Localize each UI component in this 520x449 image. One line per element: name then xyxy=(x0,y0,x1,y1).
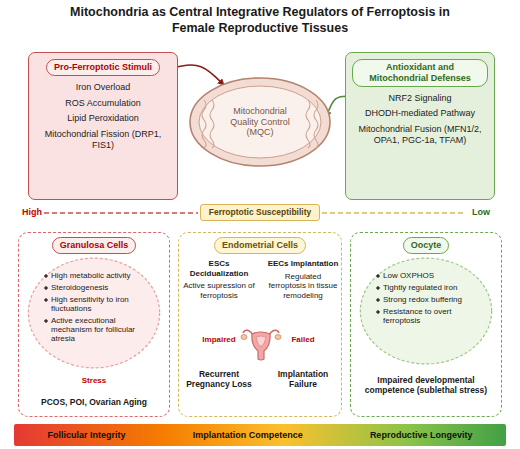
edge-label: Impaired xyxy=(200,335,237,344)
node-text: NRF2 Signaling xyxy=(352,93,488,104)
node-text: Active supression of ferroptosis xyxy=(183,281,255,300)
node-text: Steroidogenesis xyxy=(43,283,145,292)
defenses-box: Antioxidant and Mitochondrial DefensesNR… xyxy=(345,52,495,200)
heading-pill: Endometrial Cells xyxy=(214,237,306,254)
node-text: PCOS, POI, Ovarian Aging xyxy=(25,397,163,407)
heading-pill: Antioxidant and Mitochondrial Defenses xyxy=(352,59,488,87)
gradient-band: Follicular Integrity Implantation Compete… xyxy=(14,424,506,446)
node-text: Ferroptotic Susceptibility xyxy=(207,207,313,218)
heading-pill: Granulosa Cells xyxy=(52,237,137,254)
node-text: Strong redox buffering xyxy=(375,295,477,304)
cell-circle: Low OXPHOS Tightly regulated ironStrong r… xyxy=(359,257,493,365)
cell-panel: Granulosa CellsHigh metabolic activitySt… xyxy=(18,232,170,417)
cell-column: ESCs DecidualizationActive supression of… xyxy=(183,259,255,315)
heading-pill: Oocyte xyxy=(403,237,450,254)
node-text: Iron Overload xyxy=(35,82,171,93)
high-dash-line xyxy=(44,212,198,214)
scale-label: Low xyxy=(472,207,490,217)
node-text: High sensitivity to iron fluctuations xyxy=(43,295,145,313)
heading-pill: Pro-Ferroptotic Stimuli xyxy=(46,59,160,76)
node-text: Mitochondrial Fission (DRP1, FIS1) xyxy=(35,129,171,151)
diagram-title: Mitochondria as Central Integrative Regu… xyxy=(70,5,450,36)
outcome-text: Implantation Failure xyxy=(267,369,339,393)
cell-panel: Endometrial CellsESCs DecidualizationAct… xyxy=(178,232,342,417)
mitochondrion: Mitochondrial Quality Control (MQC) xyxy=(188,76,332,168)
node-text: Mitochondrial Quality Control (MQC) xyxy=(218,106,302,138)
node-text: Implantation Competence xyxy=(193,430,303,440)
node-text: Active executional mechanism for follicu… xyxy=(43,316,145,343)
node-text: Tightly regulated iron xyxy=(375,283,477,292)
node-text: Lipid Peroxidation xyxy=(35,113,171,124)
uterus-illustration xyxy=(240,325,282,363)
node-text: Recurrent Pregnancy Loss xyxy=(183,369,255,389)
node-text: Regulated ferroptosis in tissue remodeli… xyxy=(267,272,339,301)
outcome-text: PCOS, POI, Ovarian Aging xyxy=(25,397,163,415)
node-text: Mitochondrial Fusion (MFN1/2, OPA1, PGC-… xyxy=(352,124,488,146)
node-text: Follicular Integrity xyxy=(48,430,126,440)
node-text: Reproductive Longevity xyxy=(370,430,473,440)
outcome-text: Impaired developmental competence (suble… xyxy=(357,375,495,405)
cell-panel: OocyteLow OXPHOS Tightly regulated ironSt… xyxy=(350,232,502,417)
node-text: EECs Implantation xyxy=(267,259,339,269)
cell-circle: High metabolic activitySteroidogenesisHi… xyxy=(27,257,161,369)
low-dash-line xyxy=(322,212,466,214)
connector-arrow xyxy=(178,65,224,85)
node-text: Implantation Failure xyxy=(267,369,339,389)
node-text: Impaired developmental competence (suble… xyxy=(357,375,495,395)
node-text: Resistance to overt ferroptosis xyxy=(375,307,477,325)
scale-box: Ferroptotic Susceptibility xyxy=(200,204,320,221)
node-text: ESCs Decidualization xyxy=(183,259,255,278)
edge-label: Stress xyxy=(80,376,108,385)
node-text: High metabolic activity xyxy=(43,271,145,280)
scale-label: High xyxy=(22,207,42,217)
outcome-text: Recurrent Pregnancy Loss xyxy=(183,369,255,393)
node-text: Low OXPHOS xyxy=(375,271,477,280)
stimuli-box: Pro-Ferroptotic StimuliIron OverloadROS … xyxy=(28,52,178,200)
cell-column: EECs ImplantationRegulated ferroptosis i… xyxy=(267,259,339,315)
node-text: DHODH-mediated Pathway xyxy=(352,108,488,119)
node-text: ROS Accumulation xyxy=(35,98,171,109)
edge-label: Failed xyxy=(289,335,316,344)
